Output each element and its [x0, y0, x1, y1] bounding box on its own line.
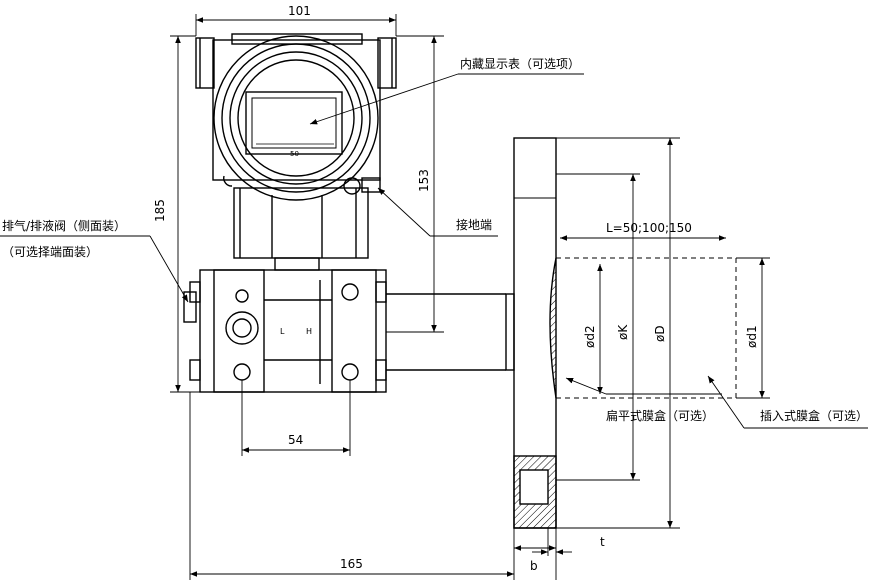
capsule-outline	[556, 257, 737, 399]
display-label: 内藏显示表（可选项）	[460, 57, 580, 71]
leader-lines	[0, 73, 868, 429]
dim-b: b	[530, 559, 538, 573]
dim-185: 185	[153, 199, 167, 222]
mounting-flange	[513, 137, 557, 529]
dim-phi-K: øK	[616, 324, 630, 340]
dim-phi-D: øD	[653, 325, 667, 342]
flat-capsule-label: 扁平式膜盒（可选）	[606, 408, 714, 423]
dim-t: t	[600, 535, 605, 549]
vent-label-line1: 排气/排液阀（侧面装）	[2, 218, 126, 233]
dim-101: 101	[288, 4, 311, 18]
ground-label: 接地端	[456, 217, 492, 232]
dim-54: 54	[288, 433, 303, 447]
scale-label: 50	[290, 150, 299, 158]
dim-phi-d2: ød2	[583, 325, 597, 348]
dim-153: 153	[417, 169, 431, 192]
insert-capsule-label: 插入式膜盒（可选）	[760, 408, 868, 423]
dim-165: 165	[340, 557, 363, 571]
dimension-lines	[170, 14, 770, 580]
vent-label-line2: （可选择端面装）	[2, 245, 98, 259]
port-h-label: H	[306, 327, 312, 336]
dim-L: L=50;100;150	[606, 221, 692, 235]
sensor-body	[183, 269, 515, 393]
port-l-label: L	[280, 327, 285, 336]
dim-phi-d1: ød1	[745, 325, 759, 348]
display-window: 50	[245, 91, 343, 158]
